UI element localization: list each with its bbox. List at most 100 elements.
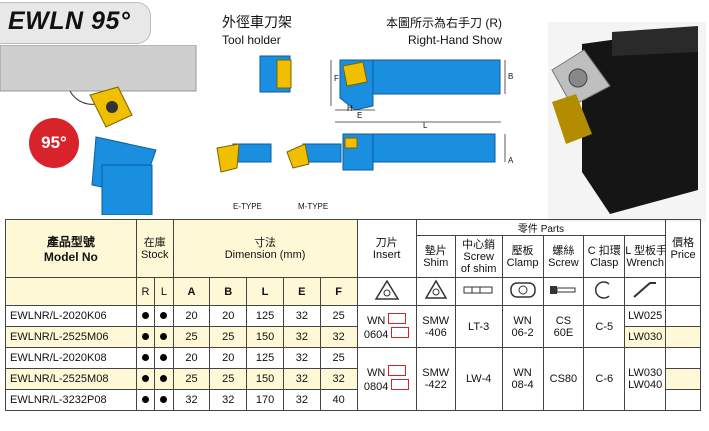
- screw-group2: CS80: [542, 347, 585, 411]
- dim-l-cell: 150: [246, 368, 284, 390]
- wrench-header-cn: L 型板手: [625, 244, 666, 257]
- dim-l-cell: 125: [246, 347, 284, 369]
- parts-header: 零件 Parts: [415, 219, 667, 236]
- stock-dot: [160, 354, 168, 361]
- side-view-insert: [276, 59, 292, 89]
- model-cell: EWLNR/L-2020K08: [5, 347, 137, 369]
- dimension-header-en: Dimension (mm): [224, 248, 306, 261]
- dim-a-cell: 25: [172, 368, 211, 390]
- stock-header-en: Stock: [140, 248, 169, 261]
- dim-f-header: F: [319, 277, 358, 306]
- shim-size: -406: [424, 326, 447, 339]
- product-photo: [548, 22, 706, 222]
- tool-drawings: [216, 55, 506, 173]
- right-hand-cn: 本圖所示為右手刀 (R): [386, 16, 502, 30]
- clamp-icon: [509, 282, 536, 298]
- table-row: EWLNR/L-2020K06 20 20 125 32 25 WN 0604 …: [5, 305, 701, 348]
- e-type-insert: [216, 143, 240, 173]
- stock-header-cn: 在庫: [143, 236, 166, 249]
- insert-code: WN: [366, 314, 386, 327]
- model-cell: EWLNR/L-2525M08: [5, 368, 137, 390]
- label-e-type: E-TYPE: [233, 202, 262, 211]
- insert-blank-box: [388, 312, 407, 324]
- stock-header: 在庫 Stock: [135, 219, 174, 278]
- stock-l-cell: [154, 347, 174, 369]
- photo-clamp-screw: [568, 68, 588, 88]
- clamp-header-cn: 壓板: [511, 244, 534, 257]
- stock-dot: [160, 396, 168, 403]
- angle-badge: [29, 118, 79, 168]
- dim-e-label: E: [357, 111, 363, 120]
- shim-header-cn: 墊片: [424, 244, 447, 257]
- dim-e-cell: 32: [282, 347, 321, 369]
- clasp-header-cn: C 扣環: [587, 244, 621, 257]
- stock-dot: [141, 333, 149, 340]
- dim-l-label: L: [423, 121, 428, 130]
- stock-r-cell: [135, 368, 156, 390]
- tool-holder-en: Tool holder: [222, 33, 281, 47]
- turning-illustration: [0, 45, 197, 215]
- screw-shim-header-cn: 中心銷: [462, 238, 496, 251]
- insert-header-en: Insert: [372, 248, 401, 261]
- wrench-code: LW040: [628, 379, 663, 391]
- table-row: EWLNR/L-2525M06 25 25 150 32 32 LW030: [5, 326, 701, 348]
- dim-l-cell: 125: [246, 305, 284, 327]
- clasp-group1: C-5: [583, 305, 626, 348]
- stock-l-cell: [154, 305, 174, 327]
- dim-h-label: H: [347, 104, 353, 113]
- model-cell: EWLNR/L-2525M06: [5, 326, 137, 348]
- insert-icon-cell: [356, 277, 417, 306]
- insert-header-cn: 刀片: [375, 236, 398, 249]
- clasp-header-en: Clasp: [590, 256, 619, 269]
- tool-holder-cn: 外徑車刀架: [222, 14, 292, 30]
- insert-blank-box: [391, 326, 410, 338]
- front-view-shank: [369, 133, 496, 163]
- insert-code: WN: [366, 367, 386, 379]
- price-cell: [665, 389, 701, 411]
- stock-dot: [160, 375, 168, 382]
- model-header-cn: 產品型號: [46, 235, 95, 249]
- model-header-en: Model No: [43, 250, 98, 264]
- dim-l-header: L: [246, 277, 284, 306]
- photo-insert: [552, 94, 592, 144]
- clamp-code: WN: [513, 314, 532, 327]
- clamp-size: 06-2: [511, 326, 534, 339]
- shim-header-en: Shim: [423, 256, 449, 269]
- screw-code: CS: [555, 314, 572, 327]
- clasp-group2: C-6: [583, 347, 626, 411]
- table-row: EWLNR/L-3232P08 32 32 170 32 40: [5, 389, 701, 411]
- dim-e-cell: 32: [282, 368, 321, 390]
- shim-code: SMW: [422, 314, 450, 327]
- stock-r-cell: [135, 389, 156, 411]
- photo-holder-body: [582, 28, 698, 214]
- price-subheader: [665, 277, 701, 306]
- stock-r-cell: [135, 347, 156, 369]
- table-row: EWLNR/L-2525M08 25 25 150 32 32: [5, 368, 701, 390]
- screw-icon: [550, 286, 576, 294]
- dim-b-label: B: [508, 72, 514, 81]
- stock-l-cell: [154, 326, 174, 348]
- stock-r-header: R: [135, 277, 156, 306]
- model-header: 產品型號 Model No: [5, 219, 137, 278]
- insert-size: 0604: [363, 328, 389, 341]
- pin-icon: [463, 286, 493, 294]
- insert-size: 0804: [363, 381, 389, 393]
- label-m-type: M-TYPE: [298, 202, 329, 211]
- price-header: 價格 Price: [665, 219, 701, 278]
- clasp-icon-cell: [583, 277, 626, 306]
- wrench-cell: LW025: [624, 305, 667, 327]
- price-cell: [665, 305, 701, 327]
- clasp-icon: [595, 281, 610, 299]
- clamp-size: 08-4: [511, 379, 534, 391]
- clamp-header-en: Clamp: [506, 256, 539, 269]
- shim-group1: SMW-406: [415, 305, 456, 348]
- dim-e-cell: 32: [282, 305, 321, 327]
- dim-f-cell: 25: [319, 305, 358, 327]
- dim-e-header: E: [282, 277, 321, 306]
- insert-screw: [106, 101, 118, 113]
